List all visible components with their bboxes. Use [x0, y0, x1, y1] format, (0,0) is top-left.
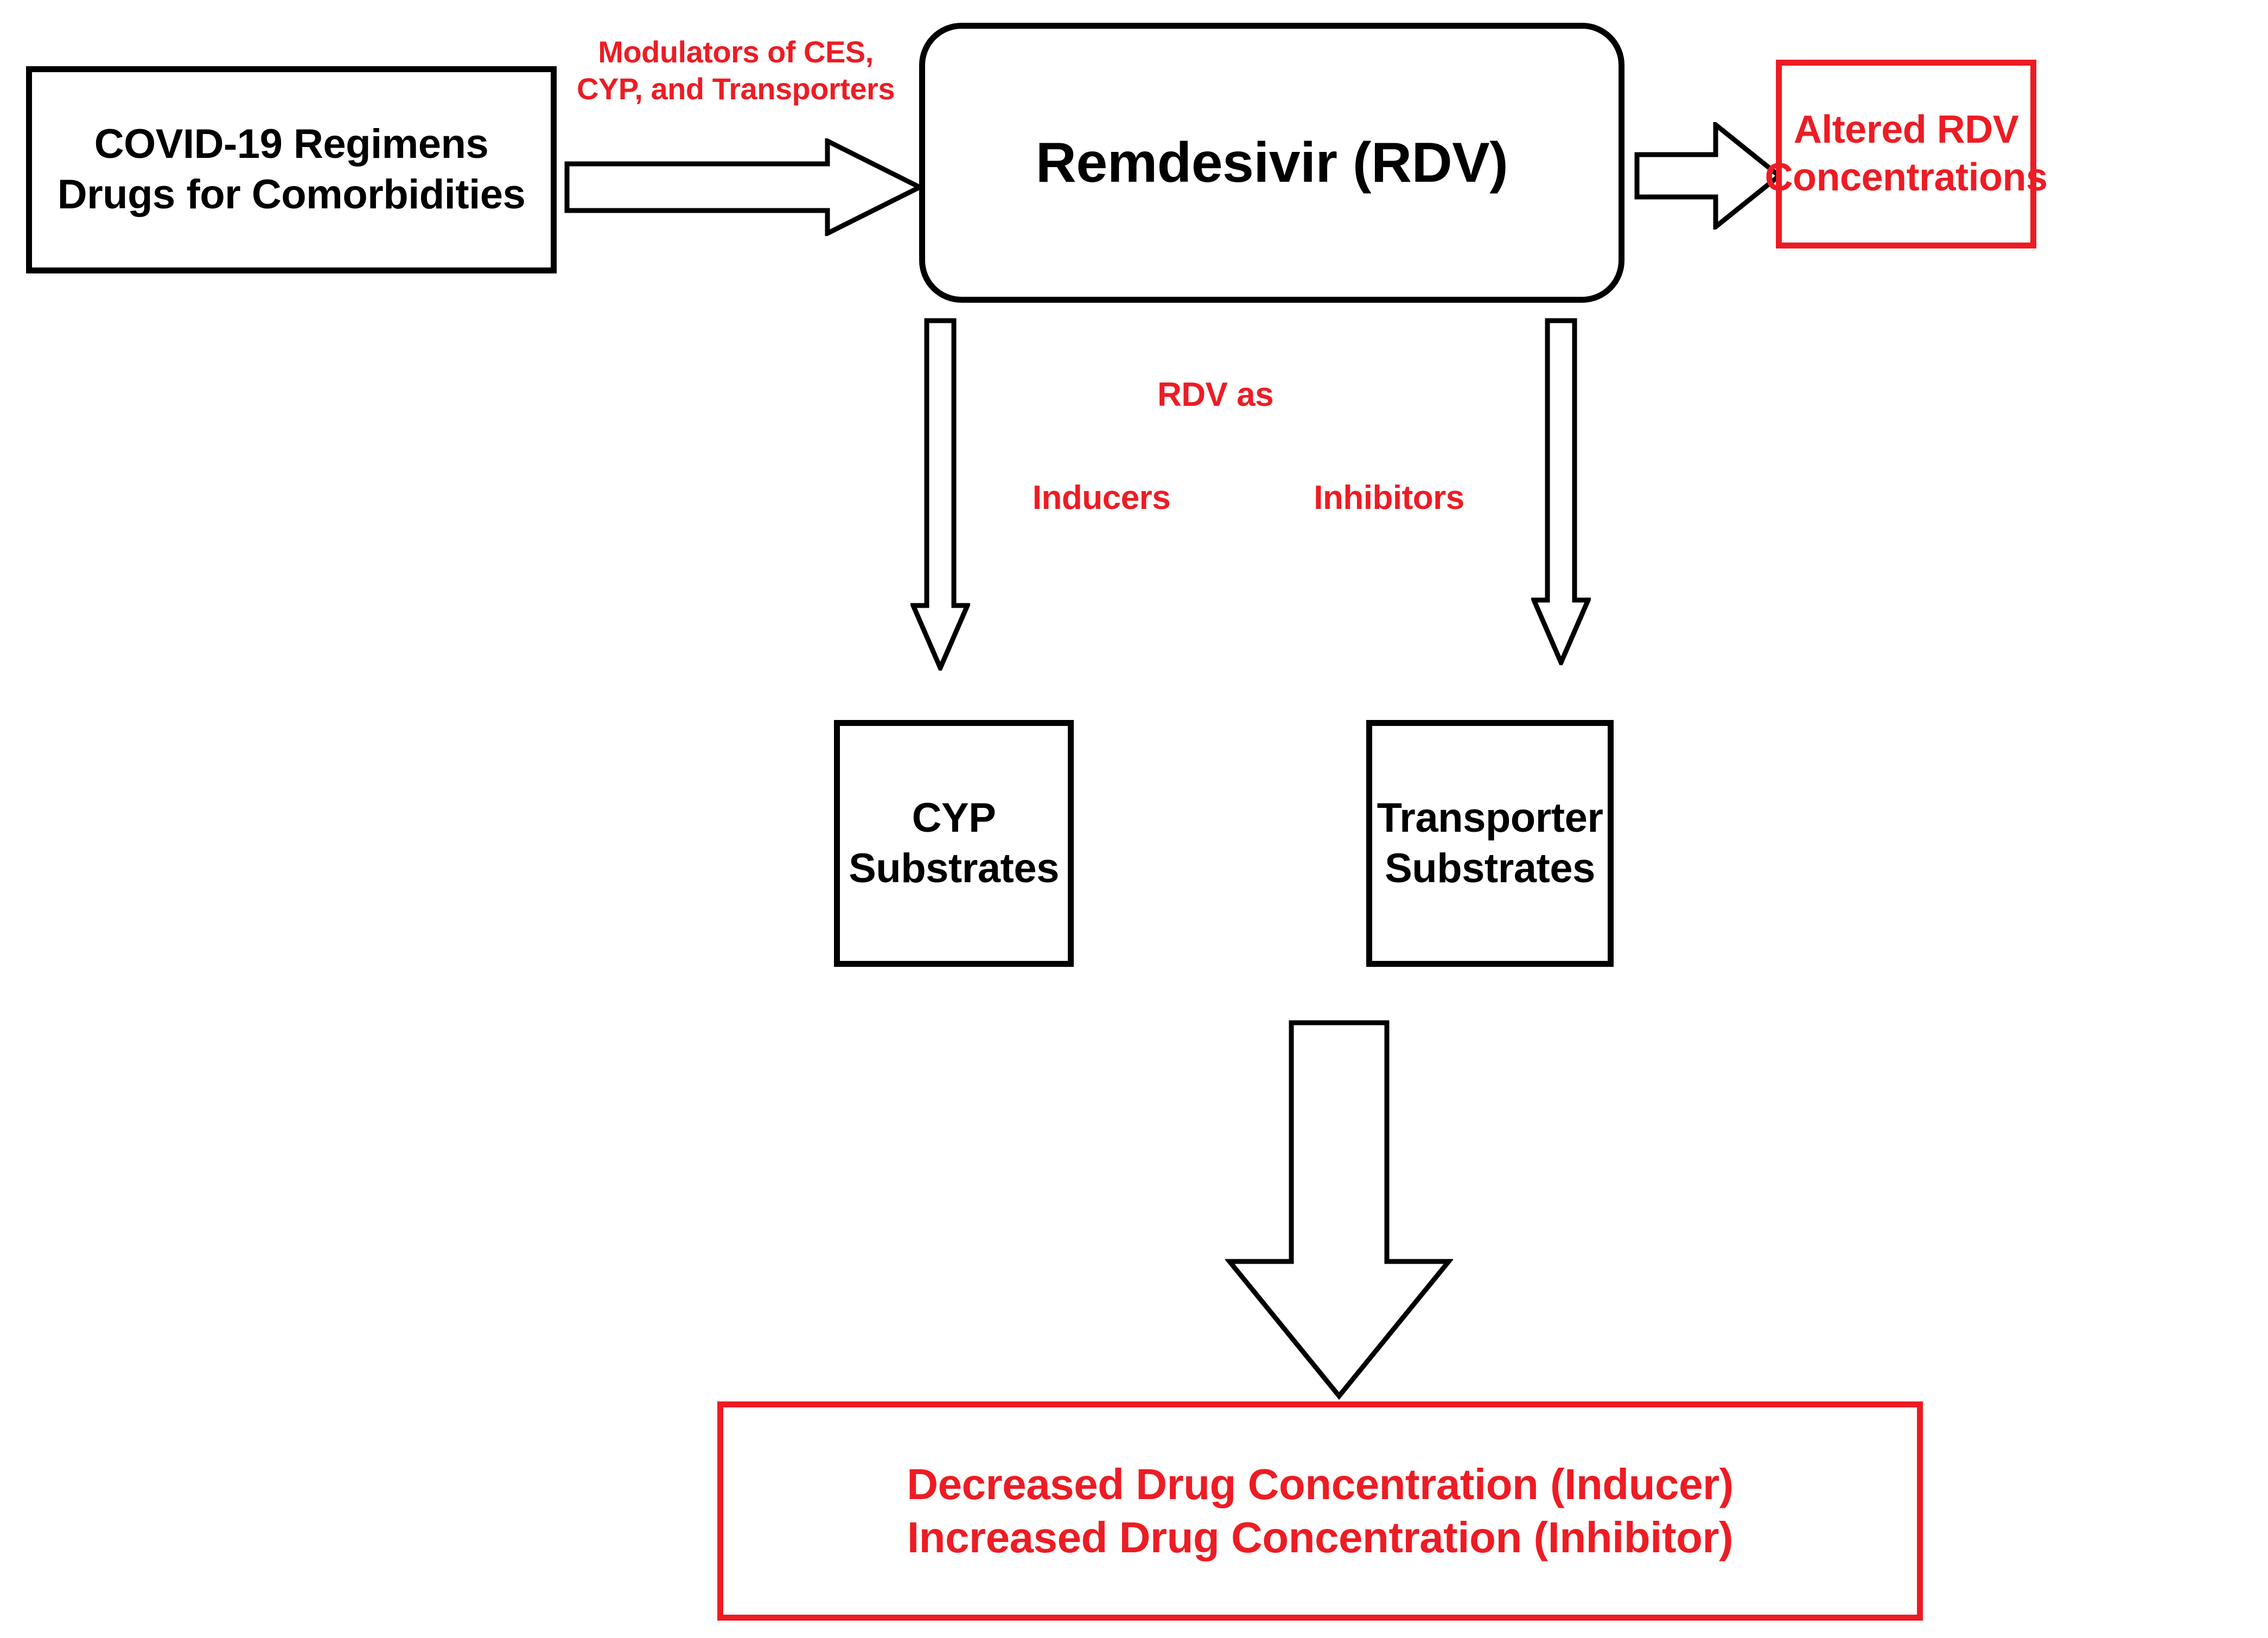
- annotation-modulators: Modulators of CES, CYP, and Transporters: [576, 35, 895, 106]
- node-cyp-substrates: CYP Substrates: [834, 720, 1074, 967]
- node-transporter-substrates: Transporter Substrates: [1366, 720, 1614, 967]
- node-transporter-substrates-label: Transporter Substrates: [1377, 794, 1603, 891]
- arrow-remdesivir-to-transporter-substrates-icon: [1531, 318, 1591, 665]
- annotation-inducers: Inducers: [1032, 479, 1171, 517]
- node-cyp-substrates-label: CYP Substrates: [849, 794, 1059, 891]
- arrow-substrates-to-outcome-icon: [1225, 1020, 1453, 1400]
- arrow-remdesivir-to-cyp-substrates-icon: [910, 318, 970, 671]
- node-outcome-concentrations-label: Decreased Drug Concentration (Inducer) I…: [907, 1460, 1734, 1561]
- node-remdesivir-label: Remdesivir (RDV): [1035, 131, 1508, 194]
- node-covid-regimens-label: COVID-19 Regimens Drugs for Comorbiditie…: [57, 121, 526, 218]
- node-altered-rdv-concentrations-label: Altered RDV Concentrations: [1764, 108, 2048, 199]
- arrow-remdesivir-to-altered-icon: [1634, 122, 1782, 230]
- node-remdesivir: Remdesivir (RDV): [919, 23, 1624, 303]
- annotation-rdv-as: RDV as: [1157, 376, 1274, 413]
- node-altered-rdv-concentrations: Altered RDV Concentrations: [1764, 60, 2048, 248]
- node-outcome-concentrations: Decreased Drug Concentration (Inducer) I…: [717, 1401, 1923, 1621]
- node-covid-regimens: COVID-19 Regimens Drugs for Comorbiditie…: [26, 66, 557, 273]
- annotation-inhibitors: Inhibitors: [1314, 479, 1464, 517]
- arrow-covid-to-remdesivir-icon: [564, 138, 922, 236]
